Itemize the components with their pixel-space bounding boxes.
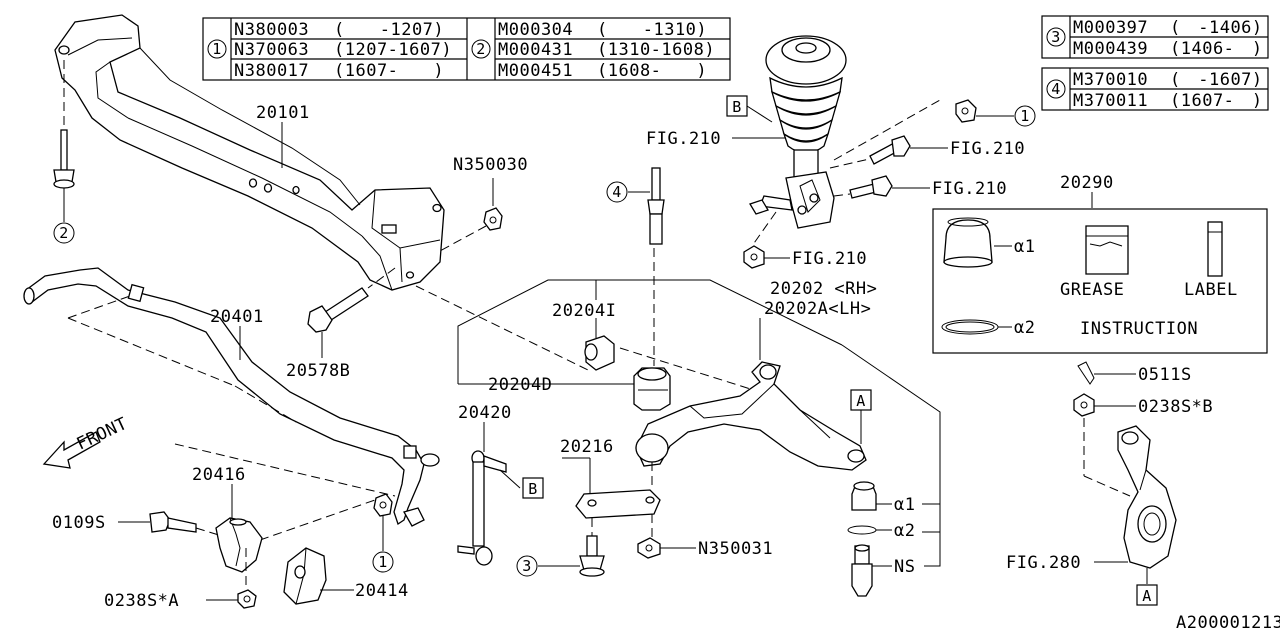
table-3-part: M000439 bbox=[1073, 39, 1148, 59]
steering-knuckle: FIG.280 bbox=[1006, 425, 1177, 584]
instruction-label: INSTRUCTION bbox=[1080, 319, 1198, 339]
kit-a1-label: α1 bbox=[1014, 237, 1035, 257]
crossmember-20101 bbox=[54, 14, 445, 291]
part-20416-label: 20416 bbox=[192, 465, 246, 485]
part-0109s-label: 0109S bbox=[52, 513, 106, 533]
nut-n350031: N350031 bbox=[637, 537, 773, 559]
bracket-20416: 20416 bbox=[192, 465, 263, 573]
mount-bolt-2: 2 bbox=[53, 60, 75, 244]
table-2-circle: 2 bbox=[476, 40, 486, 58]
part-a1-label: α1 bbox=[894, 495, 915, 515]
fig210-label: FIG.210 bbox=[932, 179, 1007, 199]
strut-bolt-lower: FIG.210 bbox=[833, 175, 1007, 199]
bushing-20204d bbox=[633, 367, 671, 411]
circle-2-mount: 2 bbox=[59, 224, 69, 242]
bushing-20204i bbox=[584, 335, 615, 371]
fig210-label: FIG.210 bbox=[646, 129, 721, 149]
table-4-range: (1607- ) bbox=[1170, 91, 1263, 111]
table-4-part: M370010 bbox=[1073, 70, 1148, 90]
fig210-label: FIG.210 bbox=[792, 249, 867, 269]
kit-20290: 20290 α1 α2 GREASE LABEL INSTRUCTION bbox=[932, 173, 1268, 354]
part-n350031-label: N350031 bbox=[698, 539, 773, 559]
table-4-circle: 4 bbox=[1051, 80, 1061, 98]
ref-b-link: B bbox=[528, 480, 538, 498]
part-20578b-label: 20578B bbox=[286, 361, 350, 381]
part-20202a-lh-label: 20202A<LH> bbox=[764, 299, 871, 319]
table-1-range: (1207-1607) bbox=[334, 40, 452, 60]
part-20216-label: 20216 bbox=[560, 437, 614, 457]
circle-1-bolt: 1 bbox=[1020, 107, 1030, 125]
table-2-range: ( -1310) bbox=[597, 20, 707, 40]
nut-n350030: N350030 bbox=[437, 155, 528, 253]
bushing-20414: 20414 bbox=[283, 547, 409, 605]
table-1-range: ( -1207) bbox=[334, 20, 444, 40]
arm-bolt-3: 3 bbox=[516, 535, 605, 577]
fig210-label: FIG.210 bbox=[950, 139, 1025, 159]
table-3-circle: 3 bbox=[1051, 28, 1061, 46]
strut-assembly bbox=[749, 35, 847, 229]
lower-arm-20202 bbox=[635, 361, 867, 471]
fig280-label: FIG.280 bbox=[1006, 553, 1081, 573]
circle-4-bolt: 4 bbox=[612, 183, 622, 201]
table-1-part: N370063 bbox=[234, 40, 309, 60]
part-20202-rh-label: 20202 <RH> bbox=[770, 279, 877, 299]
part-20401-label: 20401 bbox=[210, 307, 264, 327]
part-20204d-label: 20204D bbox=[488, 375, 552, 395]
stabilizer-bar-20401 bbox=[23, 267, 440, 527]
table-4-range: ( -1607) bbox=[1170, 70, 1263, 90]
part-20290-label: 20290 bbox=[1060, 173, 1114, 193]
nut-0238s-a: 0238S*A bbox=[104, 548, 257, 611]
table-2-range: (1608- ) bbox=[597, 61, 707, 81]
table-4-part: M370011 bbox=[1073, 91, 1148, 111]
table-1-2: 1 2 N380003 ( -1207) N370063 (1207-1607)… bbox=[202, 17, 731, 81]
nut-0238s-b: 0238S*B bbox=[1073, 393, 1213, 417]
arm-bolt-4: 4 bbox=[606, 167, 665, 245]
part-0238s-b-label: 0238S*B bbox=[1138, 397, 1213, 417]
bolt-20578b: 20578B bbox=[286, 267, 396, 381]
clip-0511s: 0511S bbox=[1077, 361, 1192, 385]
bolt-0109s: 0109S bbox=[52, 511, 223, 537]
table-1-part: N380003 bbox=[234, 20, 309, 40]
table-2-part: M000451 bbox=[498, 61, 573, 81]
circle-3-bolt: 3 bbox=[522, 557, 532, 575]
part-a2-label: α2 bbox=[894, 521, 915, 541]
table-2-part: M000304 bbox=[498, 20, 573, 40]
diagram-id: A200001213 bbox=[1176, 613, 1280, 633]
label-item-label: LABEL bbox=[1184, 280, 1238, 300]
strut-nut-1: 1 bbox=[833, 99, 1036, 161]
ref-a-arm: A bbox=[856, 392, 866, 410]
grease-label: GREASE bbox=[1060, 280, 1124, 300]
part-ns-label: NS bbox=[894, 557, 915, 577]
plate-20216: 20216 bbox=[560, 437, 661, 519]
table-1-part: N380017 bbox=[234, 61, 309, 81]
stabilizer-link-20420: 20420 bbox=[457, 403, 521, 566]
sway-nut-1: 1 bbox=[372, 493, 394, 573]
part-n350030-label: N350030 bbox=[453, 155, 528, 175]
table-2-part: M000431 bbox=[498, 40, 573, 60]
table-4: 4 M370010 ( -1607) M370011 (1607- ) bbox=[1041, 67, 1269, 111]
front-label: FRONT bbox=[74, 414, 131, 455]
table-3-range: ( -1406) bbox=[1170, 18, 1263, 38]
table-2-range: (1310-1608) bbox=[597, 40, 715, 60]
table-1-circle: 1 bbox=[212, 40, 222, 58]
part-0511s-label: 0511S bbox=[1138, 365, 1192, 385]
part-0238s-a-label: 0238S*A bbox=[104, 591, 179, 611]
ref-b-strut: B bbox=[732, 98, 742, 116]
strut-bolt-upper: FIG.210 bbox=[829, 135, 1025, 169]
strut-nut-lower: FIG.210 bbox=[743, 211, 867, 269]
part-20101-label: 20101 bbox=[256, 103, 310, 123]
ref-a-lower: A bbox=[1142, 587, 1152, 605]
table-1-range: (1607- ) bbox=[334, 61, 444, 81]
ball-joint-parts: α1 α2 NS bbox=[847, 481, 915, 597]
front-arrow: FRONT bbox=[42, 414, 131, 469]
kit-a2-label: α2 bbox=[1014, 318, 1035, 338]
table-3-range: (1406- ) bbox=[1170, 39, 1263, 59]
table-3-part: M000397 bbox=[1073, 18, 1148, 38]
part-20204i-label: 20204I bbox=[552, 301, 616, 321]
circle-1-sway: 1 bbox=[378, 553, 388, 571]
table-3: 3 M000397 ( -1406) M000439 (1406- ) bbox=[1041, 15, 1269, 59]
part-20414-label: 20414 bbox=[355, 581, 409, 601]
part-20420-label: 20420 bbox=[458, 403, 512, 423]
